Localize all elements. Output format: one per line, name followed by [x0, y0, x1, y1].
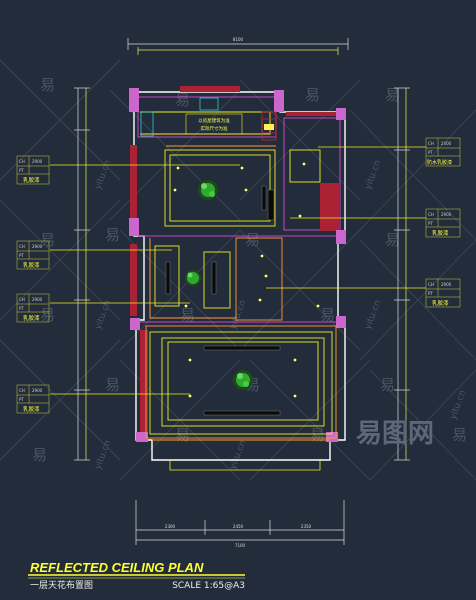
- watermark-small: 易: [32, 446, 47, 464]
- legend-material: 乳胶漆: [23, 314, 40, 322]
- legend-material: 防水乳胶漆: [427, 159, 452, 166]
- light-points: [173, 162, 320, 398]
- watermark-small: 易: [105, 226, 120, 244]
- watermark-small: 易: [385, 231, 400, 249]
- ceiling-outlines: [140, 111, 333, 435]
- legend-left-3: CH 2900 PT 乳胶漆: [16, 293, 50, 323]
- legend-left-1: CH 2900 PT 乳胶漆: [16, 155, 50, 185]
- legend-right-1: CH 2400 PT 防水乳胶漆: [425, 137, 461, 167]
- room-note-box: [185, 113, 243, 135]
- dimension-bottom-label-3: 2350: [301, 524, 312, 529]
- drawing-title: REFLECTED CEILING PLAN: [30, 560, 204, 575]
- plant-decor-3: [233, 370, 253, 390]
- legend-left-2: CH 2900 PT 乳胶漆: [16, 240, 50, 270]
- watermark-small: 易: [305, 86, 320, 104]
- legend-material: 乳胶漆: [432, 229, 449, 237]
- watermark-site: yitu.cn: [363, 299, 383, 331]
- legend-code: CH: [19, 388, 25, 393]
- entrance-step: [169, 460, 321, 471]
- legend-pt: PT: [428, 291, 433, 296]
- watermark-small: 易: [105, 376, 120, 394]
- watermark-small: 易: [175, 91, 190, 109]
- legend-pt: PT: [428, 150, 433, 155]
- watermark-small: 易: [452, 426, 467, 444]
- legend-value: 2400: [441, 141, 452, 146]
- watermark-small: 易: [40, 231, 55, 249]
- leader-lines: [50, 146, 426, 395]
- legend-code: CH: [19, 244, 25, 249]
- watermark-small: 易: [40, 76, 55, 94]
- dimension-left: [74, 87, 90, 461]
- orange-trims: [145, 145, 337, 441]
- legend-code: CH: [428, 141, 434, 146]
- legend-right-3: CH 2900 PT 乳胶漆: [425, 278, 461, 308]
- dimension-top-label: 8100: [233, 37, 244, 42]
- legend-material: 乳胶漆: [23, 176, 40, 184]
- watermark-site: yitu.cn: [228, 439, 248, 471]
- plant-decor-2: [185, 270, 201, 286]
- watermark-small: 易: [385, 86, 400, 104]
- watermark-site: yitu.cn: [93, 299, 113, 331]
- legend-value: 2900: [32, 244, 43, 249]
- brand-watermark: 易图网: [356, 419, 434, 449]
- dimension-bottom: [135, 500, 345, 545]
- legend-value: 2900: [32, 297, 43, 302]
- watermark-text-layer: 易 易 易 易 易 易 易 易 易 易 易 易 易 易 易 易 易 易: [32, 76, 467, 464]
- dimension-top: [127, 38, 349, 55]
- watermark-site: yitu.cn: [363, 159, 383, 191]
- legend-material: 乳胶漆: [23, 405, 40, 413]
- legend-code: CH: [19, 297, 25, 302]
- legend-code: CH: [428, 212, 434, 217]
- watermark-layer: [0, 59, 476, 481]
- room-note-line-2: 实际尺寸为准: [201, 125, 228, 132]
- drawing-scale: SCALE 1:65@A3: [172, 581, 245, 591]
- dimension-bottom-total: 7100: [235, 543, 246, 548]
- dimension-bottom-label-1: 2300: [165, 524, 176, 529]
- watermark-small: 易: [40, 306, 55, 324]
- watermark-small: 易: [320, 306, 335, 324]
- watermark-small: 易: [245, 231, 260, 249]
- legend-value: 2900: [32, 388, 43, 393]
- watermark-small: 易: [175, 426, 190, 444]
- legend-pt: PT: [19, 306, 24, 311]
- title-block: REFLECTED CEILING PLAN 一层天花布置图 SCALE 1:6…: [28, 560, 245, 591]
- brand-watermark-text: 易图网: [356, 419, 434, 449]
- legend-right-2: CH 2900 PT 乳胶漆: [425, 208, 461, 238]
- dimension-bottom-label-2: 2450: [233, 524, 244, 529]
- watermark-small: 易: [380, 376, 395, 394]
- watermark-small: 易: [310, 426, 325, 444]
- legend-code: CH: [19, 159, 25, 164]
- legend-left-4: CH 2900 PT 乳胶漆: [16, 384, 50, 414]
- stair-highlight: [264, 124, 274, 130]
- plant-decor-1: [198, 180, 218, 200]
- drawing-subtitle: 一层天花布置图: [30, 579, 93, 591]
- watermark-site: yitu.cn: [93, 439, 113, 471]
- legend-pt: PT: [19, 253, 24, 258]
- legend-pt: PT: [19, 168, 24, 173]
- watermark-site: yitu.cn: [448, 389, 468, 421]
- dimension-right: [394, 87, 410, 461]
- legend-value: 2900: [441, 282, 452, 287]
- legend-code: CH: [428, 282, 434, 287]
- linear-fixtures: [165, 185, 281, 416]
- structural-columns: [129, 88, 346, 442]
- legend-material: 乳胶漆: [432, 299, 449, 307]
- floor-plan: [129, 86, 346, 471]
- red-walls: [130, 86, 342, 436]
- room-note-line-1: 以房屋建筑为准: [198, 117, 230, 124]
- legend-value: 2900: [32, 159, 43, 164]
- legend-pt: PT: [428, 221, 433, 226]
- legend-value: 2900: [441, 212, 452, 217]
- legend-material: 乳胶漆: [23, 261, 40, 269]
- watermark-small: 易: [180, 306, 195, 324]
- watermark-site: yitu.cn: [93, 159, 113, 191]
- legend-pt: PT: [19, 397, 24, 402]
